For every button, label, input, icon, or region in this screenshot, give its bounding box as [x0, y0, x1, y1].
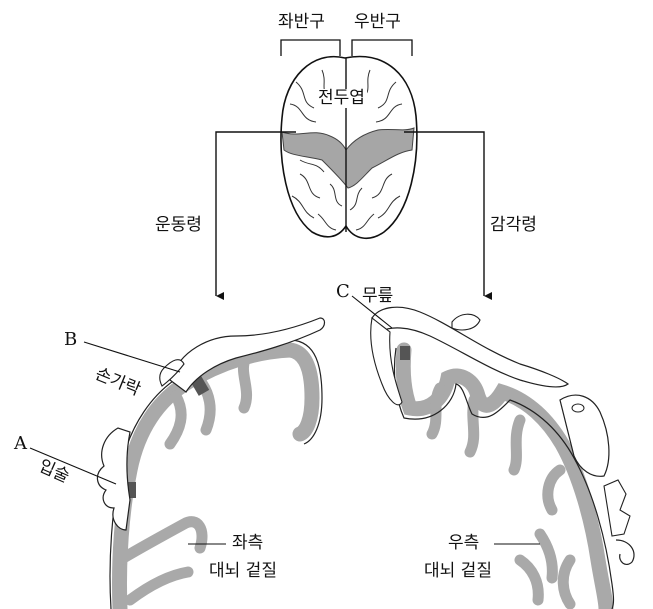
left-cortex-label-line2: 대뇌 겉질	[209, 563, 277, 580]
left-hemisphere-bracket	[281, 40, 340, 56]
right-hemisphere-label: 우반구	[354, 14, 401, 31]
sensory-area-label: 감각령	[490, 217, 537, 234]
eye-icon	[572, 404, 584, 412]
point-b-label: B	[64, 331, 77, 349]
right-cortex-section	[371, 307, 634, 609]
knee-label: 무릎	[362, 288, 393, 305]
motor-area-label: 운동령	[155, 217, 202, 234]
point-c-label: C	[336, 283, 350, 301]
right-cortex-label-line2: 대뇌 겉질	[424, 563, 492, 580]
frontal-lobe-label: 전두엽	[316, 89, 367, 108]
left-hemisphere-label: 좌반구	[278, 14, 325, 31]
knee-highlight	[400, 346, 410, 360]
brain-top-view	[281, 57, 417, 239]
point-a-label: A	[14, 435, 27, 453]
right-hemisphere-bracket	[352, 40, 412, 56]
left-cortex-label-line1: 좌측	[232, 535, 263, 552]
right-cortex-label-line1: 우측	[448, 535, 479, 552]
